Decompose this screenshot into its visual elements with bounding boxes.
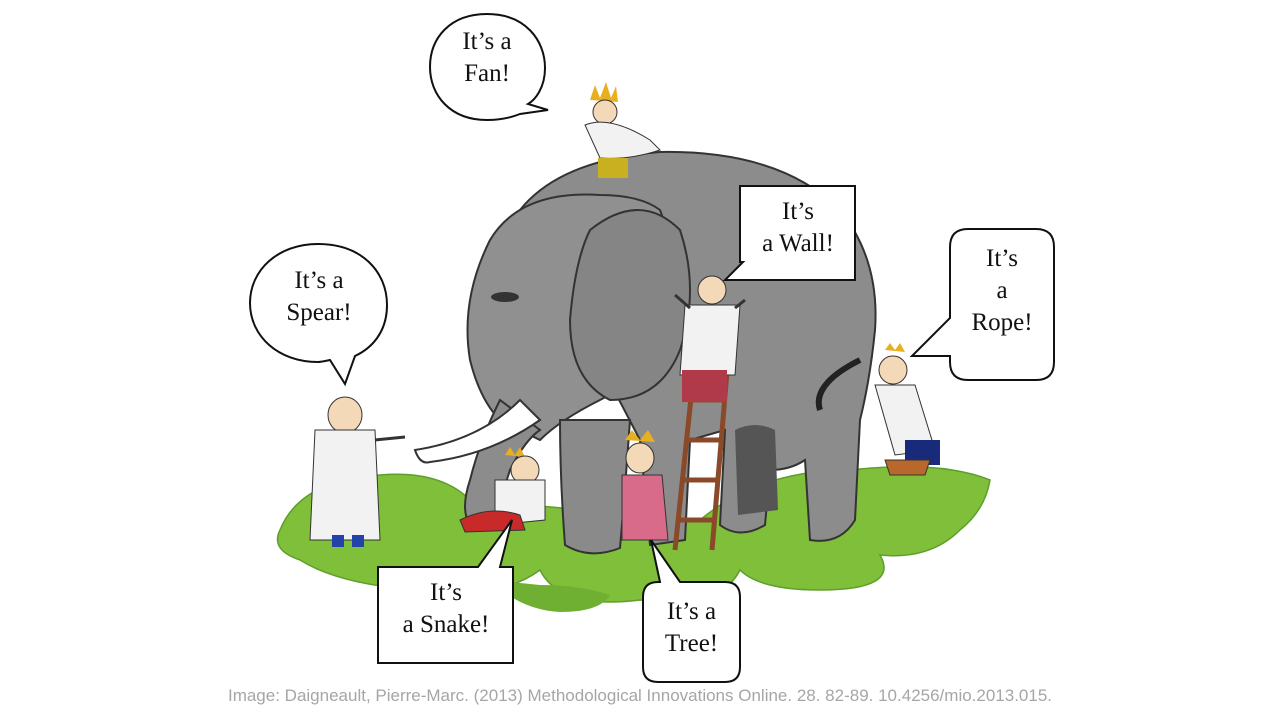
- bubble-spear-shape: [248, 242, 389, 387]
- elephant-ear: [568, 209, 691, 402]
- elephant-leg-arch: [735, 425, 778, 515]
- image-credit-caption: Image: Daigneault, Pierre-Marc. (2013) M…: [227, 686, 1053, 705]
- bubble-wall-text: It’s a Wall!: [762, 198, 834, 257]
- bubble-spear-text: It’s a Spear!: [286, 267, 352, 326]
- elephant-tusk: [413, 398, 542, 464]
- bubble-tree-text: It’s a Tree!: [664, 598, 719, 657]
- bubble-snake-text: It’s a Snake!: [402, 579, 490, 638]
- woman-tree: [621, 430, 669, 541]
- man-fan-on-head: [584, 82, 661, 178]
- man-spear: [309, 396, 406, 547]
- grass-puddle: [490, 580, 610, 612]
- bubble-fan-text: It’s a Fan!: [462, 28, 512, 87]
- bubble-fan-shape: [428, 12, 549, 122]
- bubble-rope-shape: [909, 228, 1055, 381]
- elephant-front-leg: [558, 419, 632, 555]
- bubble-rope-text: It’s a Rope!: [971, 245, 1033, 336]
- bubble-wall-shape: [722, 185, 856, 281]
- bubble-snake-shape: [377, 519, 514, 664]
- man-wall: [674, 275, 746, 402]
- bubble-tree-shape: [642, 539, 741, 683]
- elephant-eye: [491, 292, 519, 302]
- elephant-tail: [815, 357, 862, 411]
- man-rope: [874, 343, 940, 476]
